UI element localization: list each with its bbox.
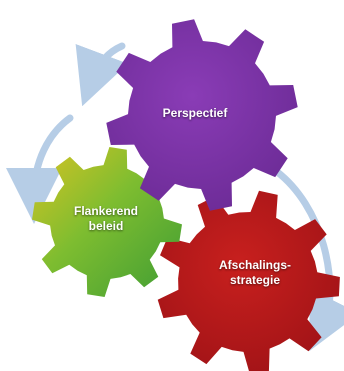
cycle-arrow-left: [6, 114, 74, 224]
cycle-arrow-top: [75, 42, 129, 107]
gear-afschalingsstrategie: [157, 190, 340, 371]
gear-perspectief: [106, 19, 298, 211]
